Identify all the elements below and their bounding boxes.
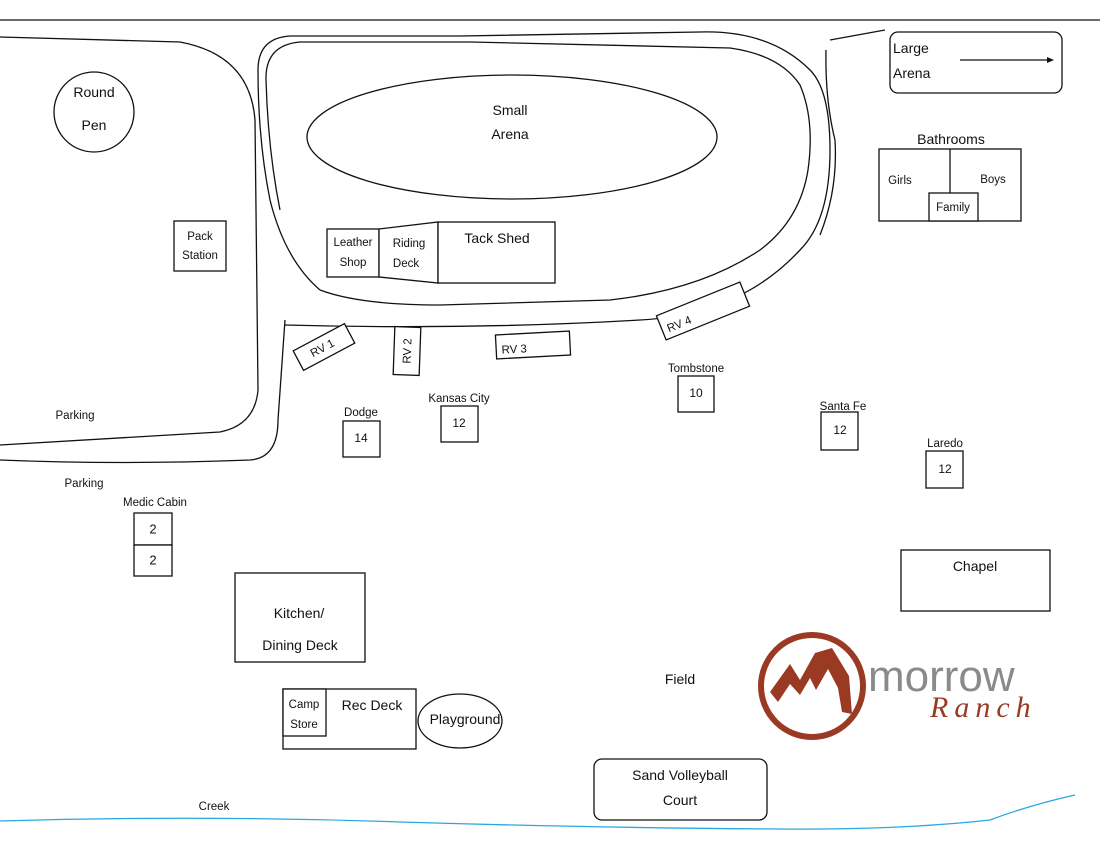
parking-road-outer xyxy=(0,36,259,446)
rv-site-3[interactable]: RV 3 xyxy=(494,330,572,360)
boys-label: Boys xyxy=(980,174,1006,186)
cabin-name: Laredo xyxy=(927,438,963,450)
logo-subtitle: Ranch xyxy=(929,691,1037,724)
medic-bed-count: 2 xyxy=(149,552,156,567)
cabin-kansas-city[interactable]: Kansas City 12 xyxy=(428,393,490,443)
medic-cabin-label: Medic Cabin xyxy=(123,497,187,509)
round-pen-label-1: Round xyxy=(73,84,114,100)
chapel-label: Chapel xyxy=(953,558,997,574)
playground[interactable]: Playground xyxy=(417,693,503,749)
cabin-dodge[interactable]: Dodge 14 xyxy=(342,407,381,458)
kitchen-dining-deck[interactable]: Kitchen/ Dining Deck xyxy=(234,572,366,663)
cabin-beds: 14 xyxy=(354,431,368,445)
large-arena[interactable]: Large Arena xyxy=(889,31,1063,94)
girls-label: Girls xyxy=(888,175,912,187)
small-arena-label-1: Small xyxy=(492,102,527,118)
tack-shed[interactable]: Tack Shed xyxy=(437,221,556,284)
cabin-beds: 12 xyxy=(833,423,847,437)
morrow-ranch-logo: morrow Ranch xyxy=(758,632,1037,740)
cabin-tombstone[interactable]: Tombstone 10 xyxy=(668,363,724,413)
cabin-laredo[interactable]: Laredo 12 xyxy=(925,438,964,489)
field-label: Field xyxy=(665,671,695,687)
cabin-name: Tombstone xyxy=(668,363,724,375)
riding-deck-label-1: Riding xyxy=(393,238,426,250)
riding-deck-label-2: Deck xyxy=(393,258,419,270)
cabin-name: Santa Fe xyxy=(820,401,867,413)
parking-label-upper: Parking xyxy=(56,410,95,422)
volleyball-label-2: Court xyxy=(663,792,697,808)
bathrooms-label: Bathrooms xyxy=(917,131,985,147)
small-arena-label-2: Arena xyxy=(491,126,529,142)
pack-station-label-2: Station xyxy=(182,250,218,262)
logo-wordmark: morrow xyxy=(868,652,1015,701)
cabin-beds: 10 xyxy=(689,386,703,400)
pack-station-label-1: Pack xyxy=(187,231,213,243)
round-pen[interactable]: Round Pen xyxy=(53,71,135,153)
rv-site-4[interactable]: RV 4 xyxy=(655,281,751,341)
arena-road-inner xyxy=(265,41,811,306)
parking-road-inner xyxy=(0,319,286,464)
pack-station[interactable]: Pack Station xyxy=(173,220,227,272)
camp-store-label-2: Store xyxy=(290,719,318,731)
tack-shed-label: Tack Shed xyxy=(464,230,529,246)
large-arena-label-1: Large xyxy=(893,40,929,56)
cabin-beds: 12 xyxy=(938,462,952,476)
bathrooms[interactable]: Bathrooms Girls Boys Family xyxy=(878,131,1022,222)
logo-ring xyxy=(758,632,866,740)
rv2-label: RV 2 xyxy=(402,338,415,364)
riding-deck[interactable]: Riding Deck xyxy=(378,221,439,284)
rec-deck-label: Rec Deck xyxy=(342,697,404,713)
sand-volleyball-court[interactable]: Sand Volleyball Court xyxy=(593,758,768,821)
cabin-santa-fe[interactable]: Santa Fe 12 xyxy=(820,401,867,451)
leather-shop[interactable]: Leather Shop xyxy=(326,228,380,278)
kitchen-label-1: Kitchen/ xyxy=(274,605,325,621)
medic-cabin[interactable]: Medic Cabin 2 2 xyxy=(123,497,187,577)
chapel[interactable]: Chapel xyxy=(900,549,1051,612)
volleyball-label-1: Sand Volleyball xyxy=(632,767,728,783)
arrow-head-icon xyxy=(1047,57,1054,63)
creek-label: Creek xyxy=(199,801,230,813)
kitchen-label-2: Dining Deck xyxy=(262,637,338,653)
medic-bed-count: 2 xyxy=(149,521,156,536)
small-arena[interactable]: Small Arena xyxy=(306,74,718,200)
rv-site-2[interactable]: RV 2 xyxy=(392,325,422,377)
creek xyxy=(0,794,1076,830)
camp-store-label-1: Camp xyxy=(289,699,320,711)
playground-label: Playground xyxy=(430,711,501,727)
family-label: Family xyxy=(936,202,970,214)
rv-site-1[interactable]: RV 1 xyxy=(292,322,356,372)
large-arena-label-2: Arena xyxy=(893,65,931,81)
parking-label-lower: Parking xyxy=(65,478,104,490)
large-arena-road xyxy=(819,29,886,236)
leather-shop-label-2: Shop xyxy=(340,257,367,269)
rv3-label: RV 3 xyxy=(501,343,527,356)
cabin-name: Dodge xyxy=(344,407,378,419)
camp-store[interactable]: Camp Store xyxy=(282,688,327,737)
round-pen-label-2: Pen xyxy=(82,117,107,133)
leather-shop-label-1: Leather xyxy=(333,237,372,249)
cabin-name: Kansas City xyxy=(428,393,490,405)
arena-road-outer xyxy=(257,31,831,328)
mountain-icon xyxy=(770,648,852,714)
cabin-beds: 12 xyxy=(452,416,466,430)
